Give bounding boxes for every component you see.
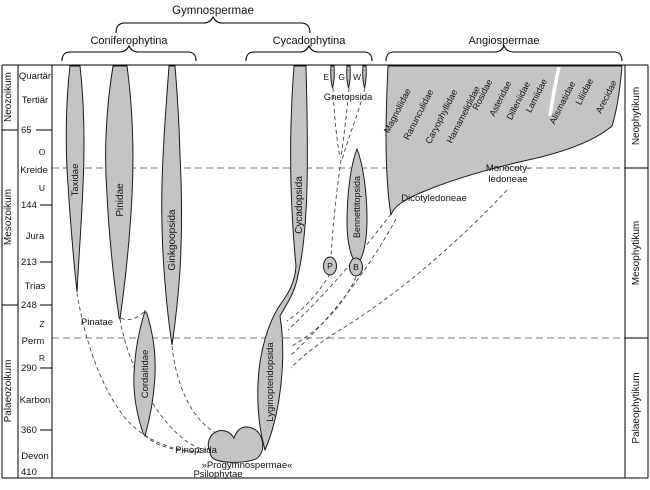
left-axis: Neozoikum Mesozoikum Palaeozoikum Quartä… <box>3 71 51 478</box>
psilophytae-label: Psilophytae <box>193 469 242 480</box>
cycadopsida-label: Cycadopsida <box>294 176 305 234</box>
gnetopsida-g-dash <box>340 87 350 159</box>
age-213: 213 <box>21 257 37 268</box>
pollen-b-label: B <box>353 262 359 272</box>
age-248: 248 <box>21 300 37 311</box>
period-karbon: Karbon <box>20 395 51 406</box>
perm-upper-z: Z <box>39 319 44 329</box>
gnetopsida-e-label: E <box>323 72 329 82</box>
pinatae-label: Pinatae <box>81 317 113 328</box>
angiospermae-brace <box>385 44 623 62</box>
gnetopsida-g-sliver <box>346 65 351 89</box>
dicot-monocot-divider <box>548 66 561 117</box>
taxidae-spindle <box>65 65 85 293</box>
pollen-p-label: P <box>327 261 333 271</box>
period-tertiaer: Tertiär <box>22 95 48 106</box>
pollen-b-bubble <box>349 257 363 277</box>
era-label-neozoikum: Neozoikum <box>3 72 14 122</box>
angiosperm-lineage-dash-2 <box>290 218 397 356</box>
progymnospermae-label: »Progymnospermae« <box>202 460 293 471</box>
cordaitidae-label: Cordaitidae <box>140 350 151 399</box>
era-label-mesozoikum: Mesozoikum <box>3 189 14 245</box>
cycadophytina-header: Cycadophytina <box>273 35 347 47</box>
bennettitopsida-label: Bennettitopsida <box>352 176 362 238</box>
monocotyledoneae-label-line1: Monocoty- <box>486 163 530 174</box>
angiospermae-header: Angiospermae <box>469 35 540 47</box>
dicotyledoneae-label: Dicotyledoneae <box>401 193 467 204</box>
top-headers: Gymnospermae Coniferophytina Cycadophyti… <box>61 5 623 62</box>
spindles <box>65 65 623 463</box>
cordaitidae-lineage-dash <box>144 434 203 453</box>
period-jura: Jura <box>26 231 45 242</box>
pinidae-spindle <box>105 65 134 321</box>
angiospermae-blob <box>385 65 623 216</box>
ginkgoopsida-label: Ginkgoopsida <box>167 209 178 271</box>
cordaitidae-spindle <box>133 309 156 438</box>
pollen-p-bubble <box>323 256 337 276</box>
period-trias: Trias <box>25 281 46 292</box>
perm-lower-r: R <box>39 353 45 363</box>
gymnospermae-brace <box>115 15 311 34</box>
age-144: 144 <box>21 200 37 211</box>
period-devon: Devon <box>21 451 48 462</box>
taxidae-label: Taxidae <box>70 164 81 197</box>
period-kreide: Kreide <box>20 165 47 176</box>
gnetopsida-label: Gnetopsida <box>324 92 373 103</box>
pinopsida-label: Pinopsida <box>175 445 217 456</box>
lyginopteridopsida-label: Lyginopteridopsida <box>265 342 276 422</box>
age-410: 410 <box>21 467 37 478</box>
cycadopsida-lyginopteridopsida-spindle <box>257 65 308 452</box>
pollen-b-lineage-dash <box>289 276 357 348</box>
pinidae-lineage-dash <box>119 318 207 451</box>
gnetopsida-w-label: W <box>353 72 361 82</box>
monocot-lineage-dash <box>290 189 508 369</box>
coniferophytina-brace <box>61 44 197 62</box>
pinidae-cordaitidae-dash <box>120 311 145 321</box>
gnetopsida-e-dash <box>332 87 341 159</box>
phase-mesophytikum: Mesophytikum <box>631 221 642 285</box>
gnetopsida-stem-dash <box>330 159 342 259</box>
kreide-upper-o: O <box>39 147 46 157</box>
lineage-dashes <box>76 87 508 453</box>
period-perm: Perm <box>22 336 45 347</box>
ginkgoopsida-spindle <box>161 65 182 346</box>
pinidae-label: Pinidae <box>115 183 126 217</box>
age-290: 290 <box>21 363 37 374</box>
monocotyledoneae-label-line2: ledoneae <box>488 174 527 185</box>
gymnospermae-header: Gymnospermae <box>172 5 254 17</box>
gnetopsida-w-sliver <box>362 65 367 89</box>
age-360: 360 <box>21 425 37 436</box>
gnetopsida-g-label: G <box>338 72 345 82</box>
phytic-boundaries <box>52 167 625 339</box>
phase-palaeophytikum: Palaeophytikum <box>631 372 642 443</box>
cycadophytina-brace <box>245 44 373 62</box>
pollen-p-lineage-dash <box>286 273 331 322</box>
gnetopsida-e-sliver <box>330 65 335 89</box>
period-quartaer: Quartär <box>19 71 51 82</box>
taxon-labels: Taxidae Pinidae Ginkgoopsida Cordaitidae… <box>70 72 373 480</box>
gnetopsida-w-dash <box>341 87 366 161</box>
kreide-lower-u: U <box>39 183 45 193</box>
angiosperm-lineage-dash-1 <box>287 213 392 331</box>
ginkgoopsida-lineage-dash <box>171 345 217 434</box>
age-65: 65 <box>21 125 32 136</box>
coniferophytina-header: Coniferophytina <box>90 35 168 47</box>
frame <box>1 64 649 479</box>
progymnospermae-blob <box>207 426 264 463</box>
right-axis: Neophytikum Mesophytikum Palaeophytikum <box>631 87 642 444</box>
phase-neophytikum: Neophytikum <box>631 87 642 145</box>
era-label-palaeozoikum: Palaeozoikum <box>3 360 14 423</box>
